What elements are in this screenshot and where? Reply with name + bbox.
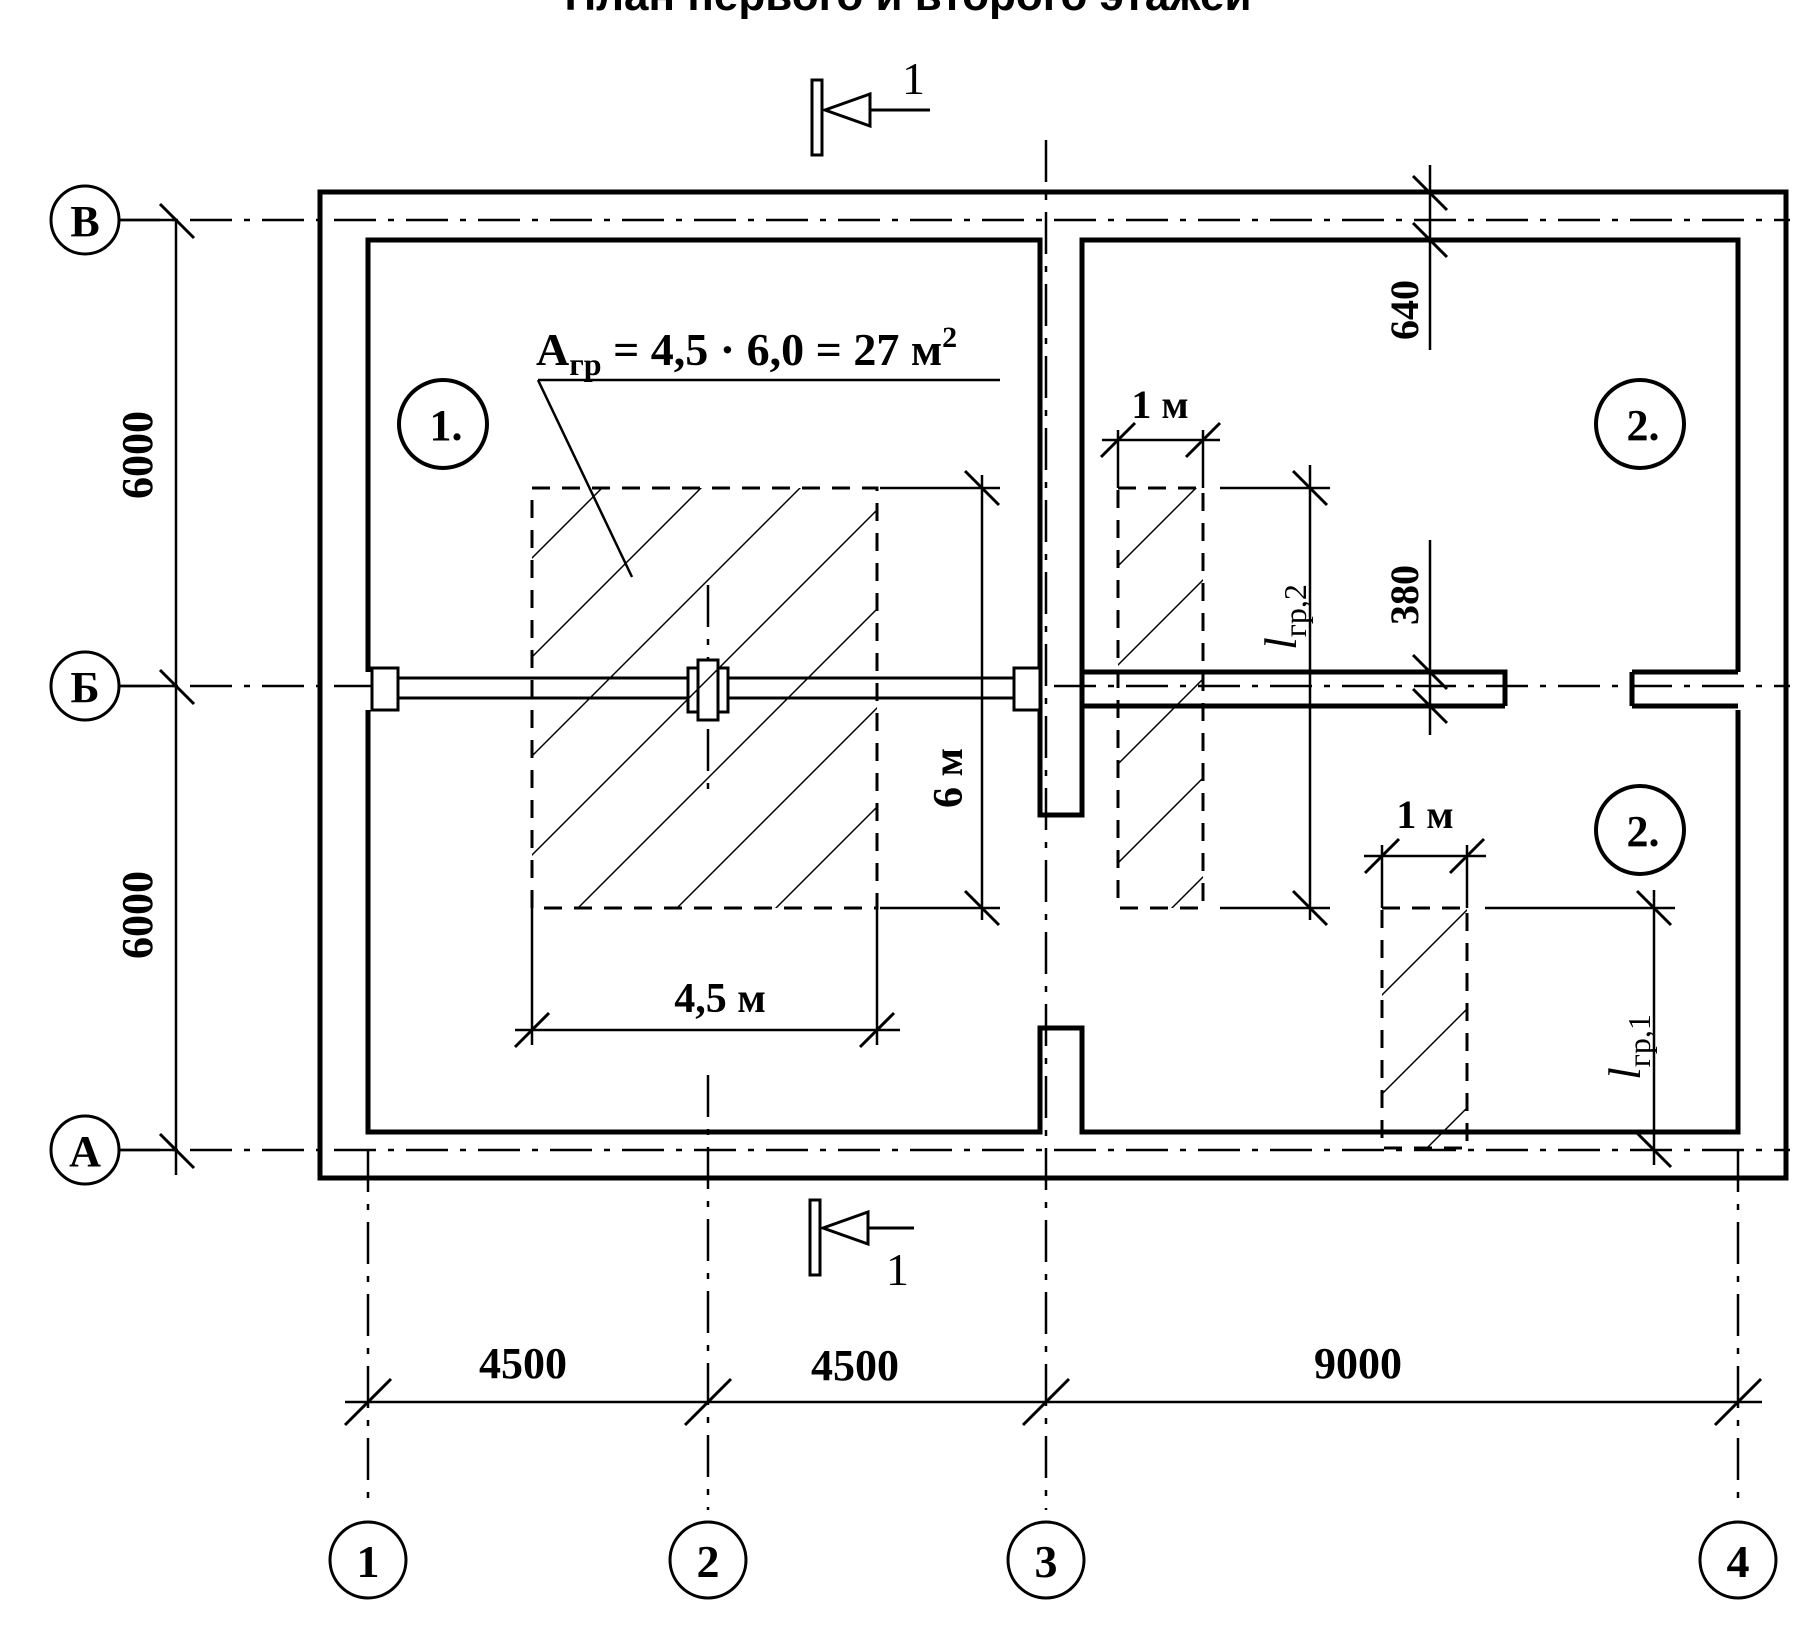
axis-bubble-v xyxy=(49,184,121,256)
dim-left-upper: 6000 xyxy=(113,411,162,499)
dim-outer-wall: 640 xyxy=(1382,280,1427,340)
axis-label-2: 2 xyxy=(697,1536,720,1587)
beam-support-left xyxy=(370,666,400,712)
dim-bottom-2: 4500 xyxy=(811,1341,899,1390)
area-label: Aгр = 4,5 · 6,0 = 27 м2 xyxy=(536,321,957,382)
room-tag-2-lower-label: 2. xyxy=(1627,807,1660,856)
section-mark-top xyxy=(810,78,930,157)
axis-label-4: 4 xyxy=(1727,1536,1750,1587)
axis-label-b: Б xyxy=(70,663,99,712)
room-tag-2-upper xyxy=(1594,378,1686,470)
dim-l-gr1: lгр,1 xyxy=(1599,1014,1657,1080)
drawing-title: План первого и второго этажей xyxy=(564,0,1251,20)
dim-bottom-3: 9000 xyxy=(1314,1339,1402,1388)
room-tag-2-upper-label: 2. xyxy=(1627,401,1660,450)
room-1-inner-bottom xyxy=(365,710,1741,1135)
room-1-inner-top xyxy=(365,237,1741,818)
axis-bubble-4 xyxy=(1698,1520,1778,1600)
axis-bubble-3 xyxy=(1006,1520,1086,1600)
dim-6m: 6 м xyxy=(926,748,972,808)
outer-wall-outside xyxy=(317,189,1789,1181)
room-tags xyxy=(397,378,1686,876)
dim-inner-wall: 380 xyxy=(1382,565,1427,625)
loading-area-l-gr2 xyxy=(1116,486,1205,910)
axis-label-a: А xyxy=(69,1127,101,1176)
dim-l-gr2: lгр,2 xyxy=(1255,584,1313,650)
axis-label-1: 1 xyxy=(357,1536,380,1587)
loading-area-l-gr1 xyxy=(1380,906,1469,1150)
interior-wall-b-upper xyxy=(1082,669,1508,706)
section-mark-bottom xyxy=(808,1198,914,1277)
dim-1m-bottom: 1 м xyxy=(1396,792,1453,837)
axis-bubbles xyxy=(49,184,1778,1600)
dim-left-lower: 6000 xyxy=(113,871,162,959)
axis-bubble-1 xyxy=(328,1520,408,1600)
room-tag-1-label: 1. xyxy=(430,401,463,450)
room-tag-2-lower xyxy=(1594,784,1686,876)
beam-support-right xyxy=(1012,666,1042,712)
loading-area-room-1 xyxy=(530,486,879,910)
loading-areas xyxy=(530,486,1469,1150)
dim-1m-top: 1 м xyxy=(1131,382,1188,427)
axis-bubble-a xyxy=(49,1114,121,1186)
section-mark-bottom-label: 1 xyxy=(886,1244,909,1295)
dimension-ticks xyxy=(158,174,1763,1427)
dim-45m: 4,5 м xyxy=(674,976,766,1022)
axis-label-v: В xyxy=(70,197,99,246)
area-leader xyxy=(536,378,1000,578)
axis-bubble-2 xyxy=(668,1520,748,1600)
section-mark-top-label: 1 xyxy=(902,53,925,104)
dim-bottom-1: 4500 xyxy=(479,1339,567,1388)
room-tag-1 xyxy=(397,378,489,470)
axis-bubble-b xyxy=(49,650,121,722)
axis-label-3: 3 xyxy=(1035,1536,1058,1587)
